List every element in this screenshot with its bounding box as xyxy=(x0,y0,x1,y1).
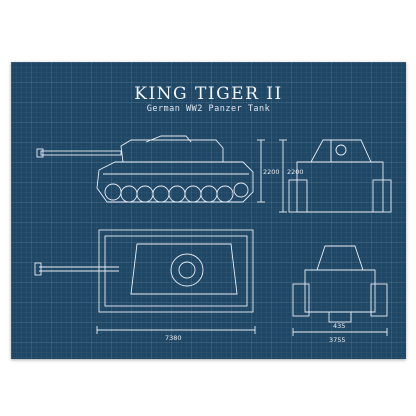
blueprint-grid xyxy=(11,62,406,359)
front-height-label: 2200 xyxy=(287,168,304,176)
side-view-drawing xyxy=(36,135,265,203)
rear-width-label: 3755 xyxy=(329,336,346,344)
rear-view-drawing xyxy=(292,245,388,336)
front-view-drawing xyxy=(279,139,392,213)
top-view-drawing xyxy=(34,229,256,334)
poster-title: KING TIGER II xyxy=(134,84,283,104)
top-length-label: 7380 xyxy=(165,334,182,342)
tank-drawings: 2200 2200 7380 3755 435 xyxy=(34,135,392,344)
poster-subtitle: German WW2 Panzer Tank xyxy=(146,104,271,114)
blueprint-poster: KING TIGER II German WW2 Panzer Tank xyxy=(11,62,406,359)
rear-track-label: 435 xyxy=(333,322,345,330)
side-height-label: 2200 xyxy=(263,168,280,176)
